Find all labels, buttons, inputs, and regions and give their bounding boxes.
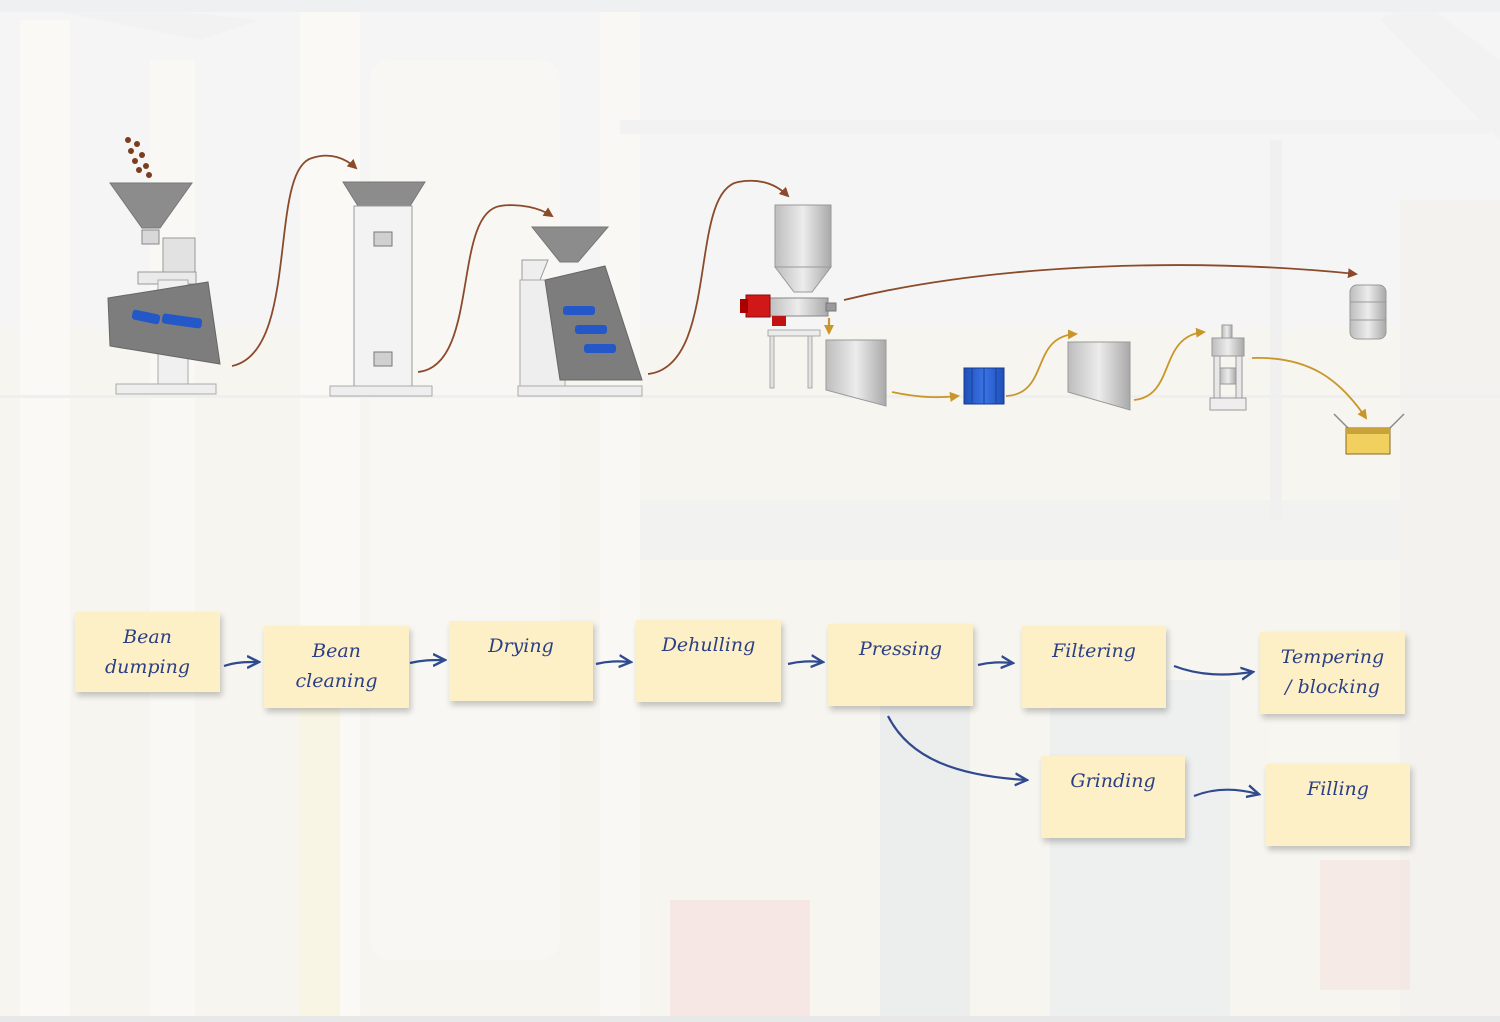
cleaner-column-icon [329, 181, 433, 397]
flow-arrow [1173, 664, 1252, 674]
block-press-icon [1209, 324, 1247, 411]
step-bean-dumping: Bean dumping [75, 612, 220, 692]
machine-arrow [1005, 329, 1078, 397]
step-label: Filtering [1052, 640, 1136, 662]
top-edge [0, 0, 1500, 12]
step-tempering-blocking: Tempering / blocking [1260, 632, 1405, 714]
storage-drum-icon [1349, 284, 1387, 340]
machine-arrows [231, 154, 1368, 420]
step-filtering: Filtering [1022, 626, 1166, 708]
flow-arrow [595, 661, 630, 664]
step-label: Bean cleaning [295, 640, 378, 692]
flow-arrow [223, 662, 258, 666]
blue-filter-cartridge-icon [963, 367, 1005, 405]
machine-arrow [843, 264, 1358, 301]
machine-arrow [647, 179, 790, 375]
machine-arrow [1251, 357, 1368, 420]
flow-arrow [787, 661, 822, 664]
machine-arrow [1133, 327, 1206, 401]
roaster-dryer-icon [517, 226, 643, 397]
step-label: Grinding [1070, 770, 1156, 792]
step-label: Tempering / blocking [1280, 646, 1385, 698]
step-drying: Drying [449, 621, 593, 701]
step-filling: Filling [1266, 764, 1410, 846]
flow-arrow [887, 715, 1026, 780]
step-bean-cleaning: Bean cleaning [264, 626, 409, 708]
step-label: Filling [1307, 778, 1369, 800]
step-grinding: Grinding [1041, 756, 1185, 838]
flow-arrow [977, 662, 1012, 665]
machine-arrow [231, 154, 358, 367]
step-pressing: Pressing [828, 624, 973, 706]
flow-arrows [223, 660, 1258, 796]
hopper-dumper-icon [107, 137, 221, 395]
second-tank-icon [1067, 341, 1131, 411]
yellow-tray-icon [1333, 413, 1405, 455]
flow-arrow [1193, 790, 1258, 796]
step-dehulling: Dehulling [636, 620, 781, 702]
step-label: Bean dumping [104, 626, 191, 678]
step-label: Dehulling [661, 634, 756, 656]
machine-arrow [417, 204, 554, 373]
filter-tank-icon [825, 339, 887, 407]
machine-arrow [891, 391, 960, 402]
step-label: Pressing [858, 638, 943, 660]
press-extruder-icon [740, 204, 837, 389]
flow-arrow [409, 660, 444, 663]
step-label: Drying [488, 635, 554, 657]
